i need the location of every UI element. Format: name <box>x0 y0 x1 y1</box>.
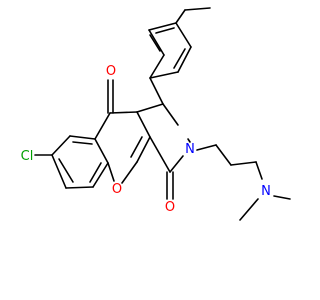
bond-chain-1 <box>196 144 217 151</box>
lactam-oxygen-atom: O <box>165 200 175 215</box>
bond-pyran-2 <box>109 111 138 114</box>
chlorine-atom: Cl <box>21 149 34 164</box>
amine-nitrogen-atom: N <box>261 184 271 199</box>
bond-benzo-double-a <box>58 158 74 183</box>
bond-benzo-5 <box>65 186 94 189</box>
bond-aryl-2 <box>148 29 165 56</box>
ring-nitrogen-atom: N <box>185 142 195 157</box>
molecule-structure-diagram: Cl O O O N N <box>0 0 300 300</box>
bond-pyran-4 <box>136 136 151 163</box>
background <box>0 0 300 300</box>
bond-aryl-link <box>149 77 164 105</box>
ring-oxygen-atom: O <box>112 182 122 197</box>
bond-pyrrole-4 <box>149 136 171 173</box>
bond-benzo-1 <box>51 135 71 156</box>
bond-pyrrole-3 <box>169 155 184 173</box>
bond-aryl-double-c <box>149 34 161 52</box>
bond-aryl-6 <box>149 71 179 79</box>
bond-methyl-2 <box>273 195 291 200</box>
bond-ethyl-2 <box>184 7 211 11</box>
bond-aryl-4 <box>175 22 192 48</box>
bond-aryl-5 <box>177 46 192 73</box>
bond-pyrrole-1 <box>136 103 164 113</box>
bond-pyrrole-2 <box>162 103 179 126</box>
bond-benzo-6 <box>51 154 67 189</box>
bond-pyran-3 <box>136 111 151 138</box>
bonds <box>34 7 291 221</box>
atom-labels: Cl O O O N N <box>21 64 271 215</box>
bond-pyran-1 <box>94 112 111 140</box>
bond-aryl-double-a <box>155 27 175 34</box>
bond-chain-4 <box>255 161 263 180</box>
bond-benzo-4 <box>92 162 109 188</box>
bond-aryl-double-b <box>173 48 186 69</box>
bond-ethyl-1 <box>175 9 186 24</box>
bond-pyran-double <box>130 136 143 158</box>
bond-benzo-double-b <box>89 162 102 183</box>
bond-benzo-double-c <box>72 141 93 145</box>
bond-aryl-1 <box>149 54 165 79</box>
bond-aryl-3 <box>148 22 177 31</box>
bond-benzo-2 <box>69 135 96 140</box>
ketone-oxygen-atom: O <box>106 64 116 79</box>
bond-benzo-3 <box>94 138 109 164</box>
bond-chain-3 <box>230 161 257 166</box>
bond-pyrrole-2b <box>187 138 191 143</box>
bond-chain-2 <box>215 144 232 166</box>
bond-pyran-6 <box>107 162 115 182</box>
bond-methyl-1 <box>239 198 259 221</box>
bond-pyran-5 <box>121 161 138 184</box>
